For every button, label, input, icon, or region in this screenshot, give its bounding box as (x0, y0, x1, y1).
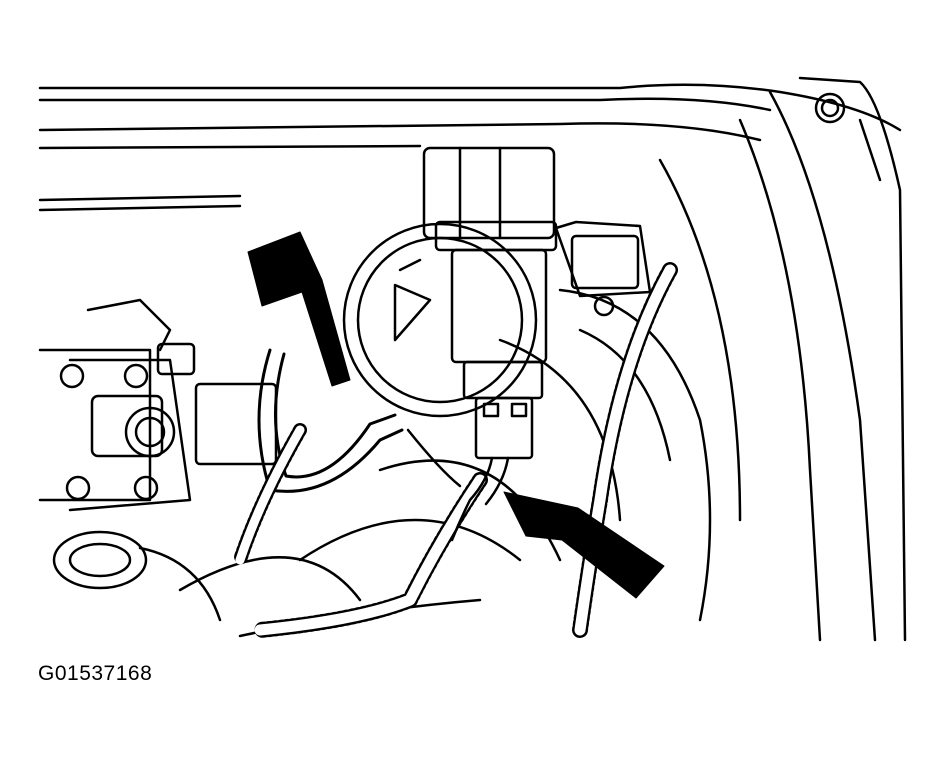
fender-structure (658, 76, 907, 642)
lower-hose (52, 530, 222, 622)
arrow-upper-left (247, 231, 351, 387)
engine-compartment-illustration (38, 76, 907, 642)
callout-arrows (247, 231, 665, 599)
connector-pigtail (406, 428, 510, 542)
throttle-housing (342, 222, 538, 418)
throttle-body (38, 298, 278, 512)
arrow-lower-right (503, 491, 665, 599)
hood-panel (38, 83, 902, 212)
figure-caption-id: G01537168 (38, 662, 153, 685)
sensor-connector (422, 146, 652, 460)
wiring-harness (233, 262, 678, 638)
